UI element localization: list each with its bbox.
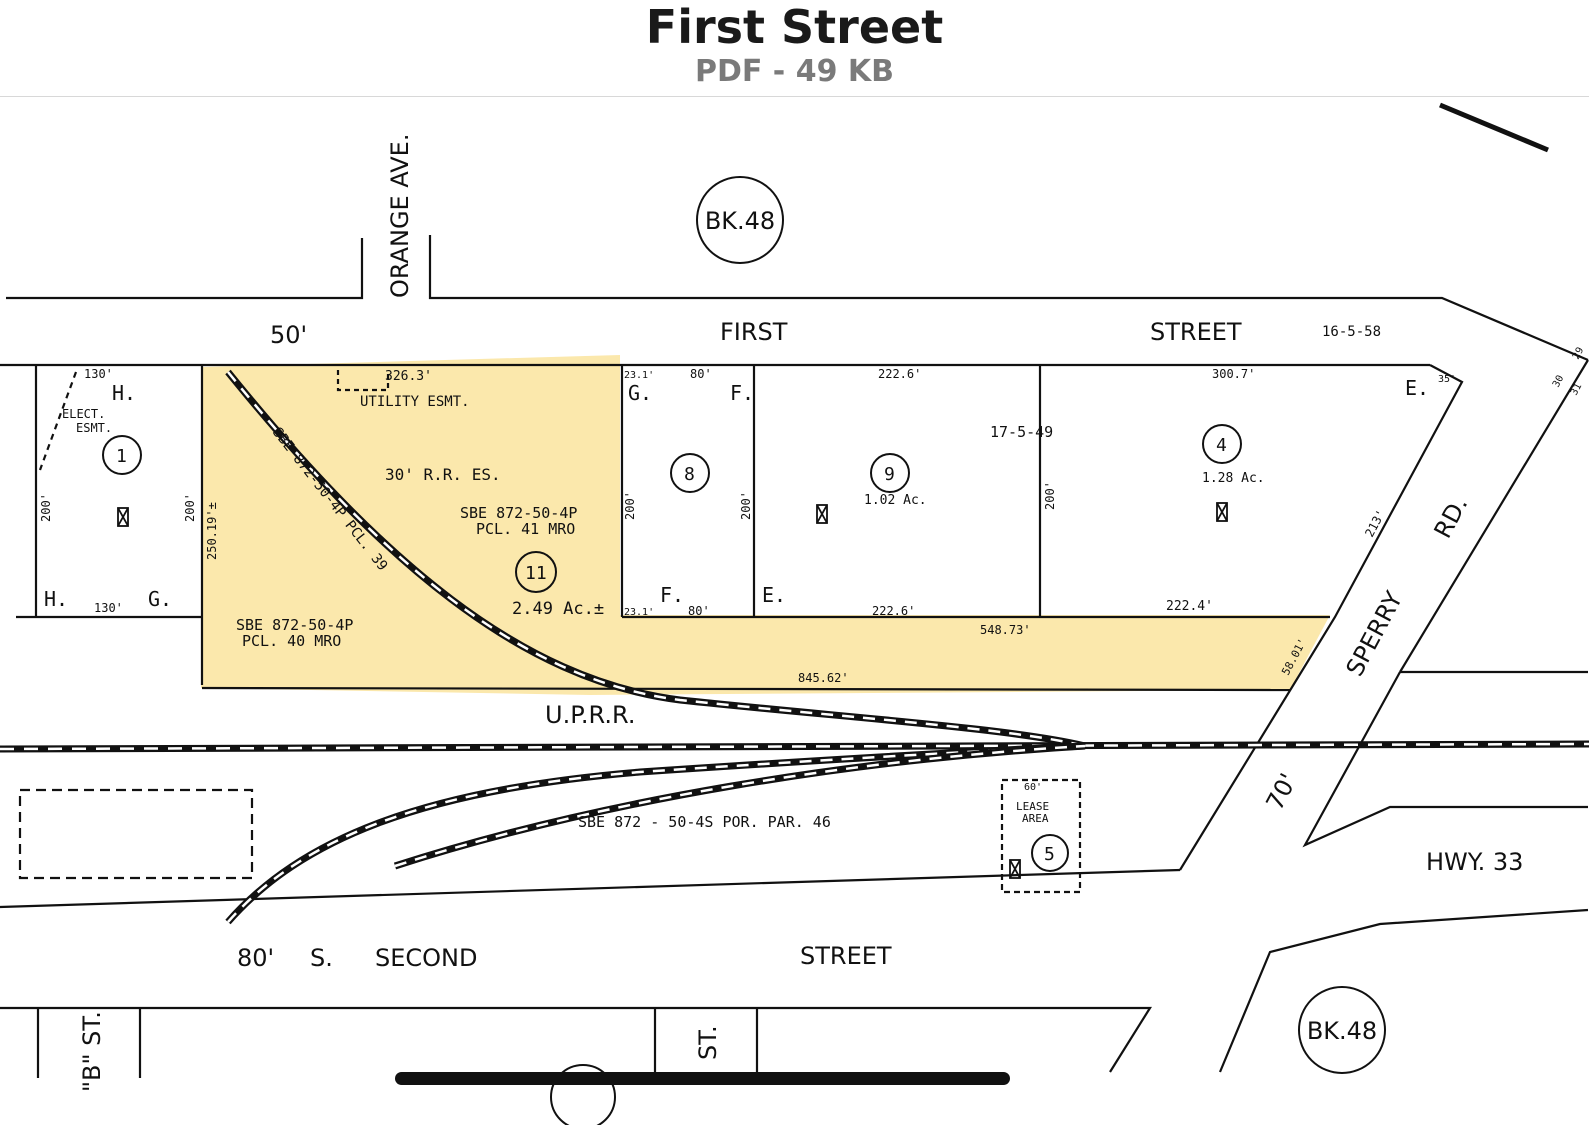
note-sbe46: SBE 872 - 50-4S POR. PAR. 46 [578,813,831,831]
parcel-map-svg: BK.48 BK.48 ORANGE AVE. 50' FIRST STREET… [0,102,1589,1130]
parcel-1: 1 [116,446,127,467]
second-street-width: 80' [237,944,274,972]
book-circle [1298,986,1386,1074]
parcel-circle [1202,424,1242,464]
document-title: First Street [645,0,944,54]
highway-label: HWY. 33 [1426,848,1523,876]
note-esmt: ESMT. [76,421,112,435]
building-marks [117,502,1228,879]
dim: 30 [1551,374,1566,390]
lot-letter: G. [628,381,652,405]
parcel-map[interactable]: BK.48 BK.48 ORANGE AVE. 50' FIRST STREET… [0,97,1589,1130]
dim: 80' [690,367,712,381]
b-street-label: "B" ST. [78,1011,106,1092]
parcel-5: 5 [1044,844,1055,865]
home-indicator[interactable] [395,1072,1010,1085]
parcel-11-highlight [201,355,1330,695]
second-street-prefix: S. [310,944,333,972]
dim: 222.6' [872,604,915,618]
book-label: BK.48 [1307,1017,1377,1045]
note-rr-es: 30' R.R. ES. [385,465,501,484]
dim: 60' [1024,782,1042,793]
f-street-label: ST. [694,1025,722,1060]
parcel-circle [1031,834,1069,872]
first-street-width: 50' [270,321,307,349]
dim: 213' [1362,507,1388,539]
dim: 200' [623,491,637,520]
orange-ave-label: ORANGE AVE. [386,134,414,298]
dim: 200' [1043,481,1057,510]
parcel-circle [670,453,710,493]
note-elect: ELECT. [62,407,105,421]
note-acres-11: 2.49 Ac.± [512,599,604,619]
document-header: First Street PDF - 49 KB [0,0,1589,97]
dim: 130' [94,601,123,615]
note-acres-4: 1.28 Ac. [1202,471,1265,486]
first-street-label: FIRST [720,318,788,346]
dim: 23.1' [624,370,654,381]
dim: 300.7' [1212,367,1255,381]
sperry-width: 70' [1261,769,1303,815]
note-sbe40-a: SBE 872-50-4P [236,616,353,634]
lot-letter: H. [112,381,136,405]
dim: 200' [183,493,197,522]
parcel-circle [102,435,142,475]
railroad-tracks [0,102,1589,925]
parcel-4: 4 [1216,435,1227,456]
dim: 222.6' [878,367,921,381]
dim: 23.1' [624,607,654,618]
dim: 200' [39,493,53,522]
dim: 222.4' [1166,599,1213,614]
note-lease-b: AREA [1022,812,1049,825]
second-street-label: SECOND [375,944,477,972]
dim: 250.19'± [205,502,219,560]
first-street-label-2: STREET [1150,318,1242,346]
book-label: BK.48 [705,207,775,235]
parcel-circle [870,453,910,493]
note-acres-9: 1.02 Ac. [864,493,927,508]
document-meta: PDF - 49 KB [694,54,895,89]
dim: 35' [1438,374,1456,385]
second-street-label-2: STREET [800,942,892,970]
lot-letter: F. [730,381,754,405]
note-sbe41-a: SBE 872-50-4P [460,504,577,522]
lot-letter: E. [1405,376,1429,400]
parcel-8: 8 [684,464,695,485]
lot-letter: G. [148,587,172,611]
lot-letter: H. [44,587,68,611]
parcel-circle [515,551,557,593]
note-code2: 17-5-49 [990,423,1053,441]
dim: 200' [739,491,753,520]
note-lease-a: LEASE [1016,800,1049,813]
dim: 29 [1571,346,1586,362]
note-sbe41-b: PCL. 41 MRO [476,520,575,538]
note-sbe40-b: PCL. 40 MRO [242,632,341,650]
dim: 326.3' [385,369,432,384]
lot-letter: F. [660,583,684,607]
dim: 130' [84,367,113,381]
lot-letter: E. [762,583,786,607]
note-code1: 16-5-58 [1322,324,1381,340]
parcel-11: 11 [525,563,547,584]
dim: 845.62' [798,671,849,685]
dim: 80' [688,604,710,618]
sperry-rd-label: RD. [1429,492,1474,543]
book-circle [696,176,784,264]
railroad-label: U.P.R.R. [545,701,635,729]
dim: 548.73' [980,623,1031,637]
parcel-9: 9 [884,464,895,485]
sperry-label: SPERRY [1341,587,1409,681]
dim: 31 [1569,382,1584,398]
note-utility: UTILITY ESMT. [360,394,470,410]
